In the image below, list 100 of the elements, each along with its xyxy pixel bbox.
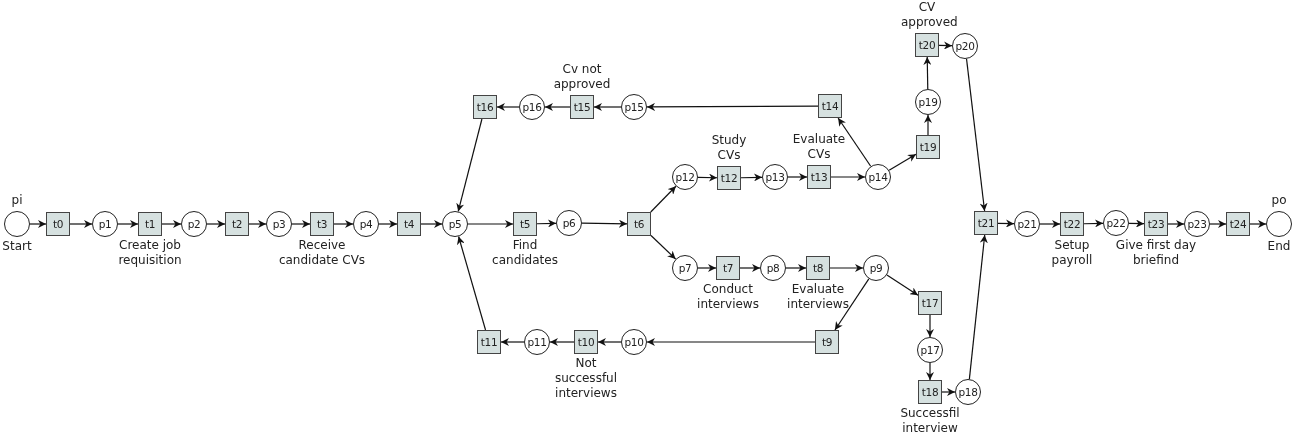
arrow (117, 220, 139, 228)
node-caption: po (1270, 193, 1288, 208)
place-circle: p20 (952, 33, 978, 59)
arrow (926, 362, 934, 381)
node-caption: Evaluate interviews (786, 282, 850, 312)
node-caption: Conduct interviews (696, 282, 760, 312)
arrow (938, 41, 953, 50)
arrow (1167, 220, 1185, 228)
arrow (830, 173, 866, 181)
arrow (829, 264, 864, 272)
arrow (926, 314, 934, 338)
arrow (646, 338, 816, 346)
arrow (787, 173, 808, 181)
place-circle: p2 (181, 211, 207, 237)
node-caption: Find candidates (491, 238, 559, 268)
arrow (924, 114, 932, 136)
transition-box: t1 (138, 212, 162, 236)
place-circle: p11 (524, 329, 550, 355)
transition-box: t9 (815, 330, 839, 354)
place-circle: p19 (915, 89, 941, 115)
node-caption: Receive candidate CVs (277, 238, 367, 268)
transition-box: t2 (225, 212, 249, 236)
place-circle: p14 (865, 164, 891, 190)
place-circle: p16 (519, 94, 545, 120)
arrow (456, 235, 487, 331)
arrow (697, 264, 717, 272)
transition-box: t18 (918, 380, 942, 404)
arrow (496, 103, 520, 111)
arrow (467, 220, 514, 228)
node-caption: Successfil interview (899, 406, 961, 436)
transition-box: t6 (627, 212, 651, 236)
place-circle: p8 (760, 255, 786, 281)
arrow (785, 264, 807, 272)
arrow (740, 173, 763, 182)
arrow (248, 220, 267, 228)
place-circle: p3 (266, 211, 292, 237)
place-circle: p4 (353, 211, 379, 237)
transition-box: t24 (1226, 212, 1250, 236)
place-circle (4, 211, 30, 237)
transition-box: t17 (918, 291, 942, 315)
arrow (997, 219, 1015, 228)
arrow (834, 278, 870, 331)
arrow (420, 220, 443, 228)
node-caption: Create job requisition (117, 238, 183, 268)
arrow (739, 264, 761, 272)
arrow (593, 103, 622, 111)
arrow (965, 58, 988, 212)
place-circle: p10 (621, 329, 647, 355)
place-circle: p9 (863, 255, 889, 281)
place-circle: p21 (1014, 211, 1040, 237)
arrow (888, 153, 917, 171)
transition-box: t22 (1060, 212, 1084, 236)
arrow (650, 185, 677, 213)
transition-box: t5 (513, 212, 537, 236)
arrow (886, 274, 919, 296)
transition-box: t3 (310, 212, 334, 236)
node-caption: Start (1, 239, 33, 254)
arrow (456, 118, 483, 212)
arrow (597, 338, 622, 346)
arrow (650, 234, 677, 260)
transition-box: t15 (570, 95, 594, 119)
place-circle: p13 (762, 164, 788, 190)
node-caption: Give first day briefind (1114, 238, 1198, 268)
arrow (161, 220, 182, 228)
arrow (206, 220, 226, 228)
arrow (500, 338, 525, 346)
transition-box: t0 (46, 212, 70, 236)
arrow (291, 220, 311, 228)
transition-box: t14 (818, 94, 842, 118)
arrow (378, 220, 398, 228)
node-caption: Setup payroll (1050, 238, 1094, 268)
arrow (646, 102, 819, 111)
arrow (1209, 220, 1227, 228)
transition-box: t12 (717, 166, 741, 190)
arrow (697, 173, 718, 182)
place-circle: p17 (917, 337, 943, 363)
transition-box: t21 (974, 211, 998, 235)
arrow (941, 388, 956, 396)
place-circle: p12 (672, 164, 698, 190)
place-circle: p1 (92, 211, 118, 237)
transition-box: t10 (574, 330, 598, 354)
arrow (333, 220, 354, 228)
transition-box: t23 (1144, 212, 1168, 236)
transition-box: t4 (397, 212, 421, 236)
place-circle: p15 (621, 94, 647, 120)
arrow (69, 220, 93, 228)
arrow (1249, 220, 1267, 228)
place-circle: p18 (955, 379, 981, 405)
arrow (581, 219, 628, 228)
transition-box: t8 (806, 256, 830, 280)
place-circle: p22 (1103, 210, 1129, 236)
arrow (837, 117, 872, 167)
transition-box: t13 (807, 165, 831, 189)
transition-box: t11 (477, 330, 501, 354)
arrow (1083, 219, 1104, 228)
place-circle (1266, 211, 1292, 237)
node-caption: Not successful interviews (553, 356, 619, 401)
node-caption: pi (10, 193, 24, 208)
place-circle: p6 (556, 210, 582, 236)
arrow (544, 103, 571, 111)
